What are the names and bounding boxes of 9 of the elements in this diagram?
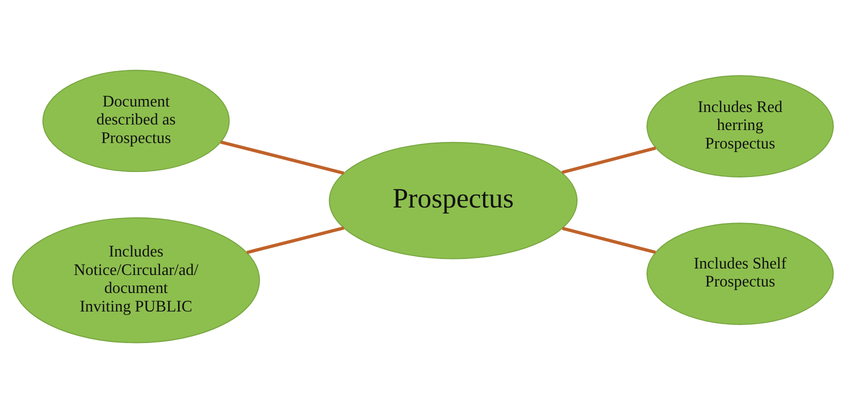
node-ellipse: Includes Red herring Prospectus [646,74,834,177]
node-ellipse: Includes Shelf Prospectus [646,222,834,324]
connector [246,226,344,254]
node-ellipse: Includes Notice/Circular/ad/ document Inviting PUBLIC [12,216,260,343]
node-ellipse: Prospectus [328,141,578,259]
connector [562,146,656,174]
connector [562,226,656,254]
node-ellipse: Document described as Prospectus [42,69,230,172]
connector [220,140,344,174]
